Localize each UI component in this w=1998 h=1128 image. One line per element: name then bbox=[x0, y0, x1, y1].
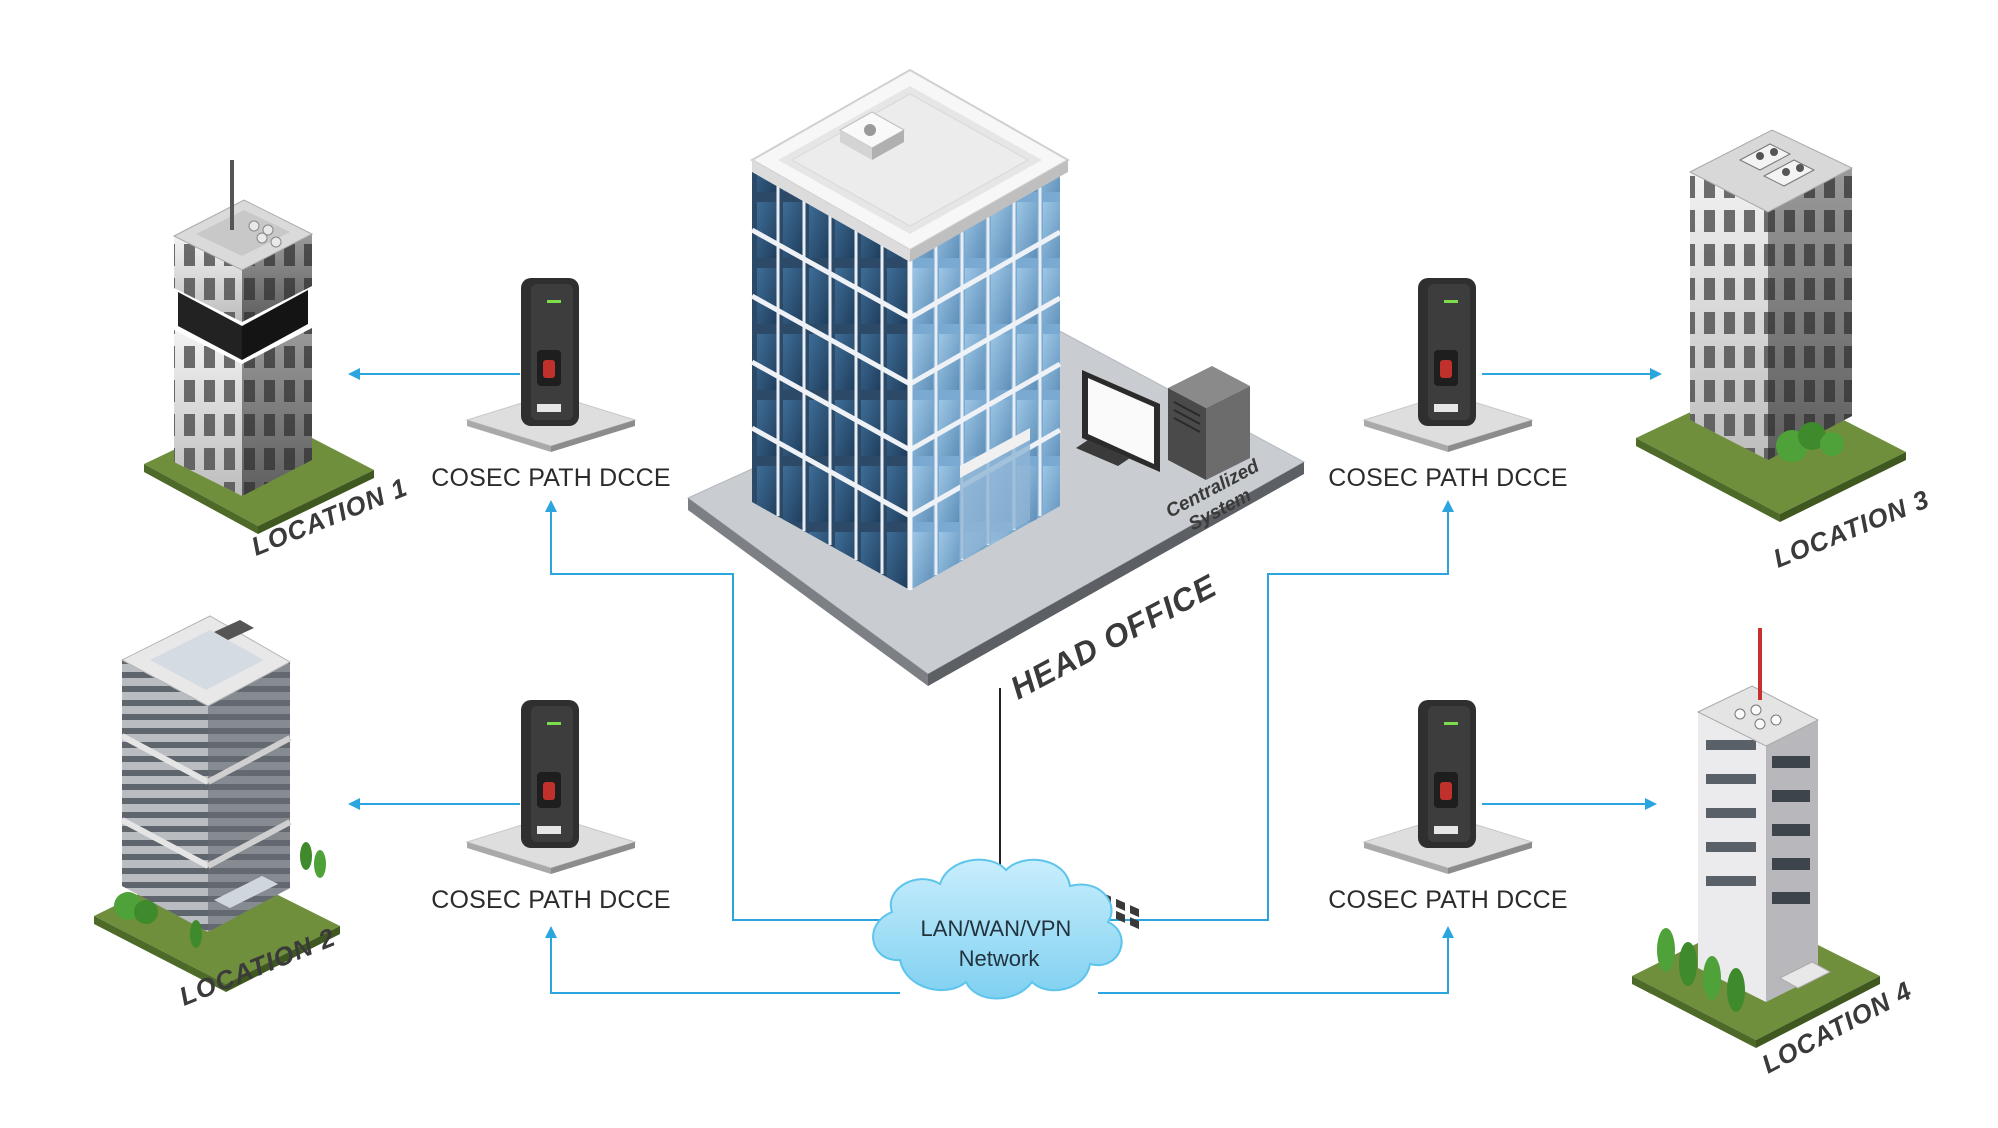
device-label: COSEC PATH DCCE bbox=[1328, 464, 1568, 492]
network-label: LAN/WAN/VPN Network bbox=[921, 916, 1078, 971]
device-label: COSEC PATH DCCE bbox=[431, 464, 671, 492]
location-3: LOCATION 3 bbox=[1636, 129, 1934, 574]
connector-network-device4 bbox=[1098, 926, 1454, 994]
device-1: COSEC PATH DCCE bbox=[431, 278, 671, 492]
connector-network-device3 bbox=[1098, 500, 1454, 921]
device-label: COSEC PATH DCCE bbox=[431, 886, 671, 914]
device-label: COSEC PATH DCCE bbox=[1328, 886, 1568, 914]
fingerprint-reader-icon bbox=[521, 700, 579, 848]
fingerprint-reader-icon bbox=[1418, 278, 1476, 426]
cloud-icon: LAN/WAN/VPN Network bbox=[872, 858, 1123, 1000]
connectors bbox=[348, 368, 1662, 994]
location-1: LOCATION 1 bbox=[144, 160, 412, 562]
device-2: COSEC PATH DCCE bbox=[431, 700, 671, 914]
building-icon bbox=[114, 615, 326, 948]
location-4: LOCATION 4 bbox=[1632, 628, 1917, 1079]
office-tower-icon bbox=[749, 68, 1071, 590]
device-4: COSEC PATH DCCE bbox=[1328, 700, 1568, 914]
building-icon bbox=[1688, 129, 1854, 462]
building-icon bbox=[172, 160, 314, 496]
fingerprint-reader-icon bbox=[1418, 700, 1476, 848]
head-office-group: Centralized System HEAD OFFICE bbox=[687, 68, 1306, 930]
server-tower-icon bbox=[1168, 366, 1250, 480]
connector-network-device2 bbox=[545, 926, 900, 994]
device-3: COSEC PATH DCCE bbox=[1328, 278, 1568, 492]
location-2: LOCATION 2 bbox=[94, 615, 340, 1012]
connector-network-device1 bbox=[545, 500, 900, 921]
building-icon bbox=[1657, 628, 1832, 1012]
monitor-icon bbox=[1076, 370, 1160, 930]
fingerprint-reader-icon bbox=[521, 278, 579, 426]
